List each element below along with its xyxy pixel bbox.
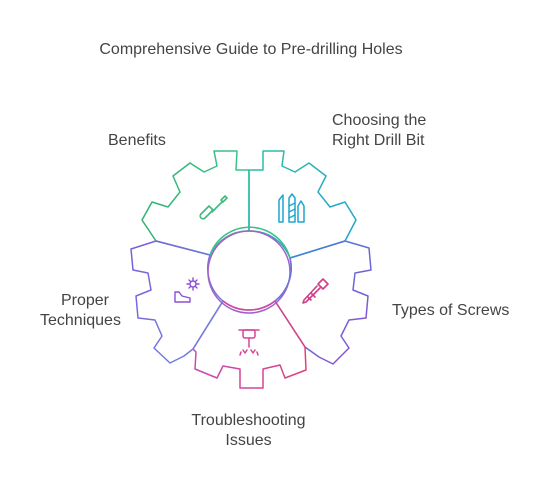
label-trouble-line-2: Issues [225,432,272,449]
label-drill-line-2: Right Drill Bit [332,132,425,149]
label-tech-line-2: Techniques [40,312,121,329]
hub-circle [207,230,291,314]
segment-benefits [141,150,250,256]
shoe-icon [174,291,191,303]
label-drill-line-1: Choosing the [332,112,427,129]
hub-arc-right [274,257,292,302]
label-benefits-line-1: Benefits [108,132,166,149]
gear-icon [186,277,200,291]
label-benefits: Benefits [108,131,166,151]
label-tech-line-1: Proper [60,292,109,309]
label-types-of-screws: Types of Screws [392,301,509,321]
diagram-title: Comprehensive Guide to Pre-drilling Hole… [99,41,403,58]
label-screws-line-1: Types of Screws [392,302,510,319]
hub-arc-top [209,226,291,259]
screwdriver-icon [199,195,228,220]
label-choosing-drill-bit: Choosing the Right Drill Bit [332,111,426,151]
segment-screws [274,240,372,365]
hub-arc-bottom [222,300,276,311]
label-proper-techniques: Proper Techniques [40,291,121,331]
screw-icon [302,278,329,304]
drill-bits-icon [278,193,305,223]
label-troubleshooting: Troubleshooting Issues [180,411,317,451]
label-trouble-line-1: Troubleshooting [191,412,306,429]
jackhammer-icon [238,329,260,356]
